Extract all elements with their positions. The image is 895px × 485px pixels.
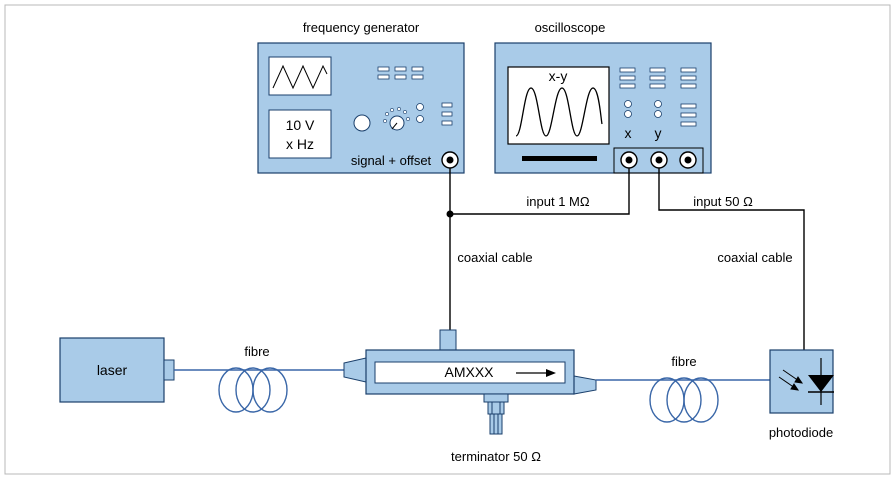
fibre-left-label: fibre <box>244 344 269 359</box>
osc-channel-knobs <box>624 100 662 118</box>
light-rays-icon <box>778 369 804 391</box>
oscilloscope-label: oscilloscope <box>535 20 606 35</box>
osc-button-grid <box>619 67 697 127</box>
value-display <box>268 109 332 159</box>
coaxial-cable-right-label: coaxial cable <box>717 250 792 265</box>
coaxial-cable-left-label: coaxial cable <box>457 250 532 265</box>
fg-output-pin <box>446 156 454 164</box>
fg-amplitude-text: 10 V <box>286 117 315 133</box>
frequency-generator-label: frequency generator <box>303 20 420 35</box>
screen-bar <box>522 156 597 161</box>
input-50-label: input 50 Ω <box>693 194 753 209</box>
modulator-rf-port <box>439 329 457 351</box>
terminator-label: terminator 50 Ω <box>451 449 541 464</box>
x-channel-label: x <box>625 125 632 141</box>
input-1m-label: input 1 MΩ <box>526 194 589 209</box>
modulator-waveguide <box>374 361 566 384</box>
modulator: AMXXX <box>343 329 597 435</box>
fibre-right <box>596 377 770 423</box>
wire-junction <box>446 210 454 218</box>
fg-button-row <box>377 66 424 80</box>
modulator-label: AMXXX <box>444 364 494 380</box>
fibre-left <box>174 367 344 413</box>
laser: laser <box>59 337 175 403</box>
y-channel-label: y <box>655 125 662 141</box>
triangle-wave-icon <box>272 64 328 90</box>
fg-frequency-text: x Hz <box>286 136 314 152</box>
terminator <box>483 393 509 435</box>
waveform-display <box>268 56 332 96</box>
sine-trace <box>515 87 603 137</box>
fibre-right-label: fibre <box>671 354 696 369</box>
oscilloscope: oscilloscope x-y x y <box>494 20 712 174</box>
laser-output-port <box>163 359 175 381</box>
photodiode-symbol-icon <box>808 375 834 392</box>
coaxial-wires <box>449 168 805 350</box>
fg-knob-left <box>353 114 371 132</box>
frequency-generator: frequency generator 10 V x Hz signal + o… <box>257 20 465 174</box>
fg-side-buttons <box>441 102 453 126</box>
xy-mode-text: x-y <box>549 68 568 84</box>
laser-label: laser <box>97 362 128 378</box>
fg-indicator <box>416 115 424 123</box>
fg-selector-dots <box>383 107 410 123</box>
photodiode-label: photodiode <box>769 425 833 440</box>
photodiode <box>769 349 834 414</box>
fg-indicator <box>416 103 424 111</box>
signal-offset-label: signal + offset <box>351 153 432 168</box>
coax-to-x-input <box>450 168 630 215</box>
coax-photodiode-to-y-input <box>658 168 805 350</box>
